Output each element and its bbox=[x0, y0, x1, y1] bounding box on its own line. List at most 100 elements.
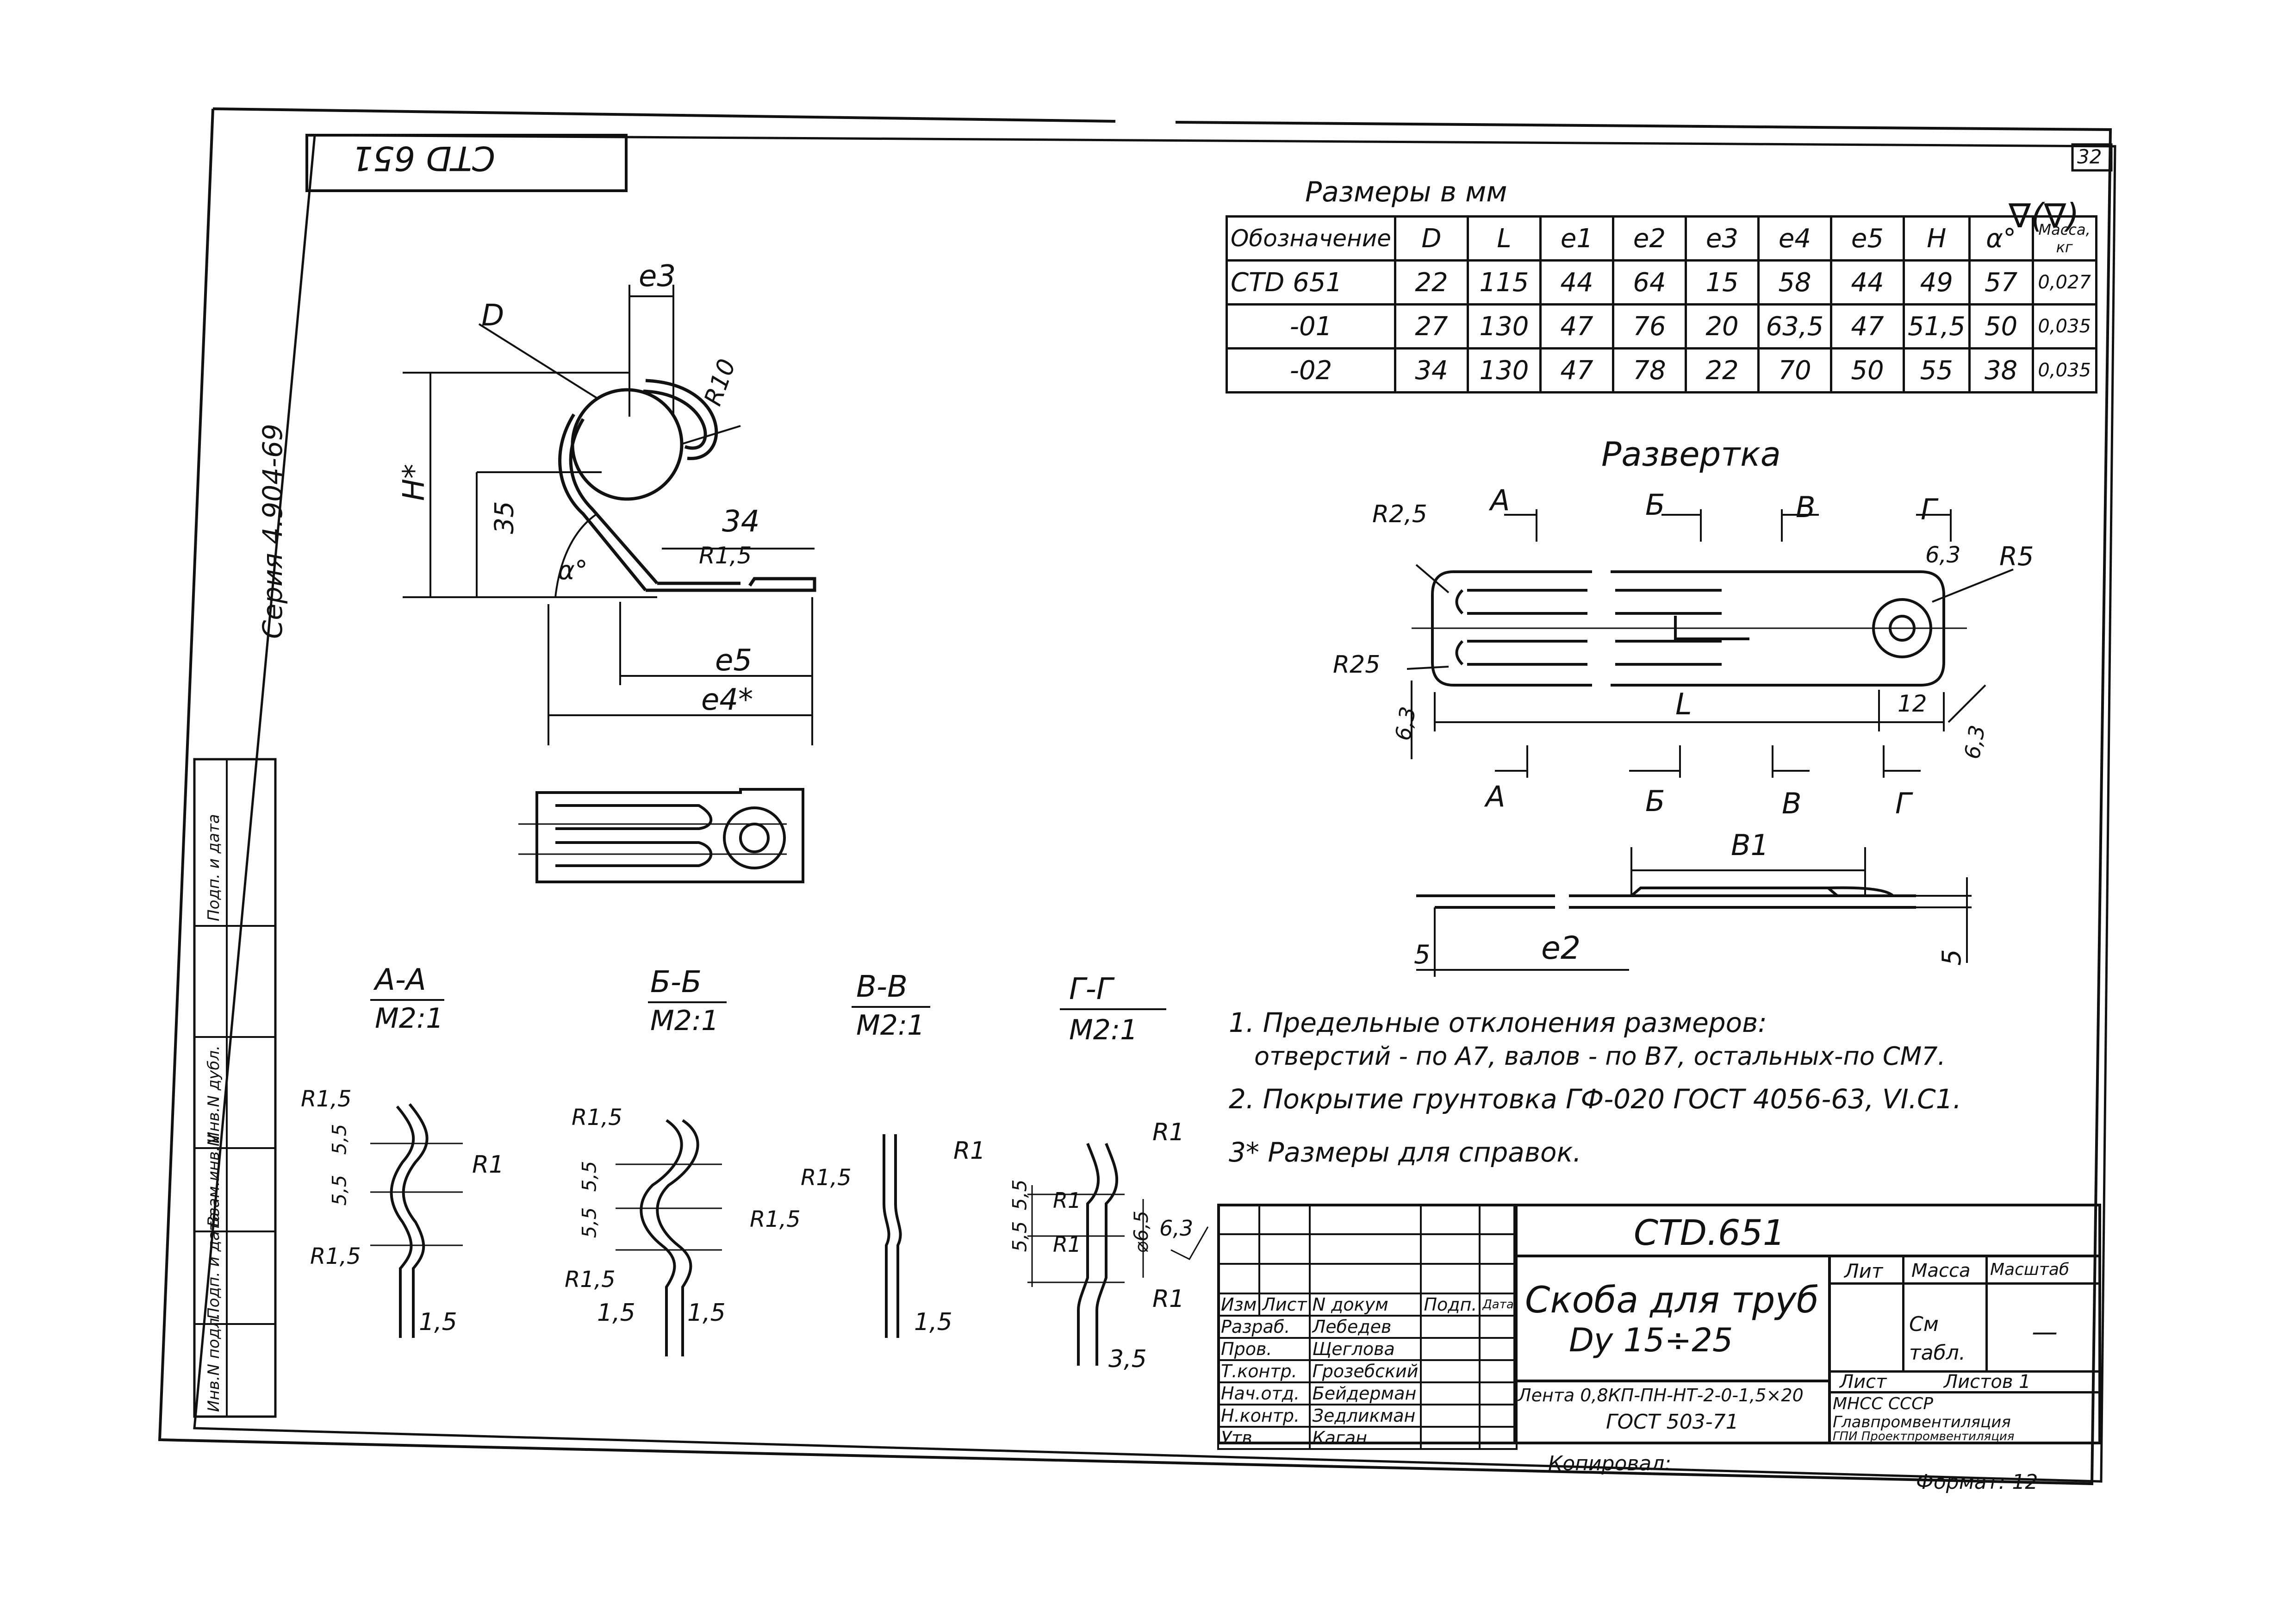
vv-R1: R1 bbox=[953, 1137, 986, 1165]
part-name-line2: Dу 15÷25 bbox=[1569, 1321, 1733, 1359]
strip-label-inv-dup: Инв.N дубл. bbox=[205, 1045, 223, 1143]
bb-55-b: 5,5 bbox=[578, 1207, 601, 1238]
note-3: 3* Размеры для справок. bbox=[1229, 1137, 1581, 1168]
table-cell: 51,5 bbox=[1902, 303, 1971, 350]
table-cell: 47 bbox=[1539, 303, 1614, 350]
gg-d65: ⌀6,5 bbox=[1130, 1210, 1153, 1254]
dim-label-e3: e3 bbox=[639, 259, 676, 294]
sizes-label: Размеры в мм bbox=[1305, 176, 1507, 208]
front-view-dims bbox=[403, 285, 815, 745]
unfold-dims bbox=[1406, 509, 2014, 778]
personnel-row: Пров.Щеглова bbox=[1217, 1337, 1518, 1361]
copied-by: Копировал: bbox=[1548, 1452, 1672, 1475]
part-name-line1: Скоба для труб bbox=[1525, 1280, 1819, 1321]
sheet-number-box bbox=[2071, 143, 2113, 172]
bb-R15-bottom: R1,5 bbox=[565, 1267, 616, 1293]
table-row: -02 34 130 47 78 22 70 50 55 38 0,035 bbox=[1226, 347, 2097, 394]
dim-label-R15: R1,5 bbox=[699, 542, 752, 569]
tb-divider-right bbox=[1828, 1257, 1831, 1444]
table-cell: 49 bbox=[1902, 259, 1971, 306]
note-2: 2. Покрытие грунтовка ГФ-020 ГОСТ 4056-6… bbox=[1229, 1083, 1962, 1115]
scale-value: — bbox=[2032, 1317, 2058, 1347]
tb-divider-org bbox=[1828, 1391, 2101, 1393]
note-1: 1. Предельные отклонения размеров: bbox=[1229, 1007, 1767, 1038]
unfold-label-63-left: 6,3 bbox=[1390, 705, 1421, 743]
table-cell: 50 bbox=[1829, 347, 1905, 394]
bb-15-left: 1,5 bbox=[597, 1299, 635, 1327]
table-row: -01 27 130 47 76 20 63,5 47 51,5 50 0,03… bbox=[1226, 303, 2097, 350]
unfold-label-R25-top: R2,5 bbox=[1372, 500, 1427, 528]
sheets-label: Листов 1 bbox=[1944, 1371, 2031, 1393]
drawing-code: CTD.651 bbox=[1634, 1212, 1786, 1253]
unfold-label-63-right: 6,3 bbox=[1959, 723, 1990, 761]
aa-R15-top: R1,5 bbox=[301, 1086, 352, 1112]
gg-R1-top: R1 bbox=[1152, 1118, 1185, 1146]
header-cell: e1 bbox=[1539, 215, 1614, 262]
unfold-label-L: L bbox=[1675, 687, 1692, 722]
cut-label-B-top: Б bbox=[1645, 488, 1665, 522]
scale-label: Масштаб bbox=[1990, 1260, 2070, 1279]
tb-divider-scale bbox=[1985, 1257, 1988, 1370]
header-cell: e3 bbox=[1684, 215, 1760, 262]
aa-15: 1,5 bbox=[419, 1308, 457, 1336]
table-cell: 130 bbox=[1466, 303, 1542, 350]
personnel-row: Нач.отд.Бейдерман bbox=[1217, 1381, 1518, 1405]
side-label-e2: e2 bbox=[1541, 930, 1581, 967]
unfold-label-12: 12 bbox=[1898, 690, 1927, 717]
table-cell: 78 bbox=[1612, 347, 1687, 394]
col-header: N докум bbox=[1308, 1293, 1422, 1317]
section-titles-underline bbox=[370, 999, 1166, 1010]
cut-label-A-top: A bbox=[1490, 483, 1510, 517]
gg-55-b: 5,5 bbox=[1008, 1221, 1031, 1252]
table-header-row: Обозначение D L e1 e2 e3 e4 e5 H α° Масс… bbox=[1226, 215, 2097, 262]
org-line3: ГПИ Проектпромвентиляция bbox=[1833, 1430, 2015, 1443]
section-scale-BB: М2:1 bbox=[650, 1005, 719, 1037]
side-view bbox=[1416, 886, 1916, 909]
section-scale-GG: М2:1 bbox=[1069, 1014, 1138, 1046]
vv-15: 1,5 bbox=[914, 1308, 952, 1336]
strip-label-inv-orig: Инв.N подл. bbox=[205, 1313, 223, 1412]
table-cell: 27 bbox=[1394, 303, 1469, 350]
tb-divider-material bbox=[1513, 1380, 1828, 1382]
unfold-view bbox=[1412, 570, 1967, 687]
section-title-AA: А-А bbox=[375, 963, 426, 997]
mass-label: Масса bbox=[1911, 1260, 1971, 1281]
personnel-row: Утв.Каган bbox=[1217, 1426, 1518, 1450]
top-view bbox=[518, 788, 804, 883]
table-cell: 38 bbox=[1968, 347, 2034, 394]
table-cell: 47 bbox=[1539, 347, 1614, 394]
personnel-row: Разраб.Лебедев bbox=[1217, 1315, 1518, 1339]
table-cell: -01 bbox=[1226, 303, 1396, 350]
table-cell: 63,5 bbox=[1757, 303, 1832, 350]
left-strip bbox=[193, 758, 277, 1418]
dim-label-35: 35 bbox=[489, 501, 520, 534]
tb-divider-lit bbox=[1828, 1282, 2101, 1285]
table-cell: 34 bbox=[1394, 347, 1469, 394]
outer-border bbox=[158, 107, 2112, 1486]
aa-R1: R1 bbox=[472, 1151, 504, 1179]
header-cell: D bbox=[1394, 215, 1469, 262]
table-cell: 57 bbox=[1968, 259, 2034, 306]
header-cell: L bbox=[1466, 215, 1542, 262]
unfold-label-R25: R25 bbox=[1333, 651, 1381, 679]
side-label-5-left: 5 bbox=[1414, 940, 1431, 970]
tb-divider-mass bbox=[1902, 1257, 1904, 1370]
table-cell: 50 bbox=[1968, 303, 2034, 350]
side-view-dims bbox=[1416, 847, 1972, 977]
header-cell: Обозначение bbox=[1226, 215, 1396, 262]
table-cell: 0,027 bbox=[2031, 259, 2097, 306]
header-cell: H bbox=[1902, 215, 1971, 262]
table-row: CTD 651 22 115 44 64 15 58 44 49 57 0,02… bbox=[1226, 259, 2097, 306]
personnel-header-row: Изм Лист N докум Подп. Дата bbox=[1217, 1293, 1518, 1317]
table-cell: 58 bbox=[1757, 259, 1832, 306]
dim-label-e5: e5 bbox=[715, 643, 753, 678]
table-cell: 15 bbox=[1684, 259, 1760, 306]
gg-35: 3,5 bbox=[1108, 1345, 1147, 1373]
dim-label-H: H* bbox=[397, 463, 432, 501]
cut-label-G-bottom: Г bbox=[1895, 787, 1911, 820]
table-cell: 22 bbox=[1684, 347, 1760, 394]
table-cell: 44 bbox=[1539, 259, 1614, 306]
material-line2: ГОСТ 503-71 bbox=[1606, 1410, 1739, 1434]
cut-label-A-bottom: A bbox=[1486, 780, 1506, 813]
